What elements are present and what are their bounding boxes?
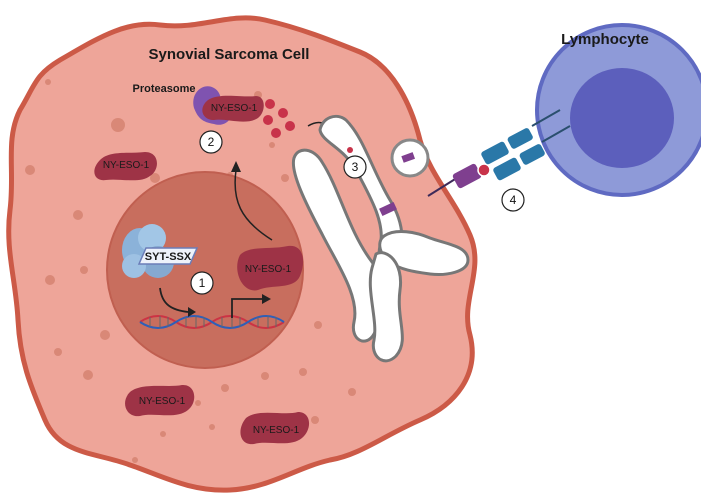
nyeso-bottom-left-label: NY-ESO-1: [139, 396, 186, 407]
nyeso-nucleus-label: NY-ESO-1: [245, 264, 292, 275]
step-number-2: 2: [208, 135, 215, 149]
step-badge-2: 2: [199, 130, 223, 154]
nyeso-protein-proteasome: [202, 95, 264, 122]
dna-helix-icon: [139, 315, 285, 329]
lymphocyte-cell: [535, 23, 701, 197]
step-number-1: 1: [199, 276, 206, 290]
nyeso-protein-bottom-left: [125, 384, 195, 417]
step-badge-1: 1: [190, 271, 214, 295]
lymphocyte-label: Lymphocyte: [561, 31, 649, 48]
mhc-icon-er: [379, 201, 397, 217]
er-golgi-icon: [291, 114, 470, 363]
syt-ssx-label: SYT-SSX: [145, 251, 192, 263]
step-number-4: 4: [510, 193, 517, 207]
peptide-fragments: [263, 99, 295, 138]
vesicle-icon: [390, 138, 430, 178]
cytoplasm-dots: [25, 79, 356, 463]
export-arrow: [234, 169, 273, 241]
binding-arrow-head: [188, 307, 196, 317]
nyeso-protein-nucleus: [237, 245, 304, 291]
nyeso-protein-left: [94, 152, 157, 181]
syt-ssx-complex-icon: [122, 224, 199, 278]
proteasome-label: Proteasome: [133, 83, 196, 95]
nyeso-proteasome-label: NY-ESO-1: [211, 103, 258, 114]
nyeso-left-label: NY-ESO-1: [103, 160, 150, 171]
transcription-arrow-head: [262, 294, 271, 304]
step-badge-4: 4: [501, 188, 525, 212]
nyeso-protein-bottom-right: [240, 412, 310, 445]
mhc-tcr-complex-icon: [427, 109, 571, 197]
binding-arrow: [159, 287, 189, 313]
export-arrow-head: [231, 161, 241, 172]
transcription-arrow: [231, 298, 262, 318]
step-number-3: 3: [352, 160, 359, 174]
cell-title: Synovial Sarcoma Cell: [149, 46, 310, 63]
step-badge-3: 3: [343, 155, 367, 179]
peptide-in-er: [347, 147, 353, 153]
nyeso-bottom-right-label: NY-ESO-1: [253, 425, 300, 436]
